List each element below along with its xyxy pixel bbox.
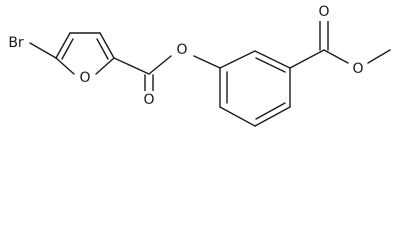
- bond-link-o-aryl: [193, 55, 221, 69]
- bond-c3-c2-inner: [96, 38, 109, 60]
- bond-ar3-ester-c: [289, 49, 325, 69]
- bond-ar4-ar5-inner: [255, 102, 286, 120]
- bond-c5-c4-inner: [61, 38, 74, 60]
- atom-label-methyl-ester-oxygen: O: [352, 61, 363, 77]
- bond-ar2-ar3: [254, 50, 291, 69]
- atom-label-bromine: Br: [8, 35, 24, 51]
- atom-label-ester-link-oxygen: O: [176, 42, 187, 58]
- atom-label-layer: Br O O O O O: [8, 3, 366, 109]
- bond-ar4-ar5: [254, 106, 291, 127]
- atom-label-furan-oxygen: O: [79, 70, 90, 86]
- bond-layer: [29, 19, 391, 127]
- bond-c2-o1: [95, 57, 115, 75]
- bond-o1-c5: [55, 57, 75, 75]
- atom-label-furoyl-carbonyl-oxygen: O: [143, 92, 154, 108]
- bond-c2-carbonyl: [113, 57, 150, 75]
- bond-ar1-ar2: [219, 50, 256, 69]
- atom-label-methyl-ester-carbonyl-oxygen: O: [318, 4, 329, 20]
- structure-diagram: Br O O O O O: [8, 3, 391, 127]
- bond-ester-c-o: [323, 49, 349, 64]
- bond-carbonyl-link-o: [148, 55, 172, 75]
- bond-c3-c2: [99, 32, 115, 59]
- bond-c5-c4: [55, 32, 71, 59]
- bond-ar2-ar3-inner: [255, 57, 286, 73]
- bond-br-c5: [29, 42, 57, 59]
- bond-ar5-ar6: [219, 106, 256, 127]
- bond-o-methyl: [367, 49, 391, 64]
